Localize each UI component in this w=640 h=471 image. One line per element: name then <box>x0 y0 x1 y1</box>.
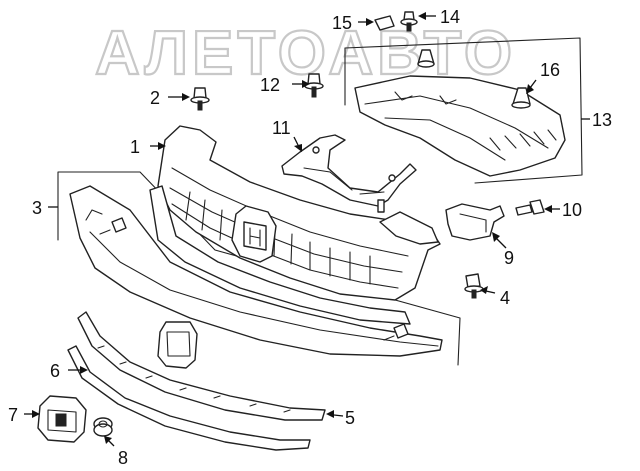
part-9-bracket <box>445 203 505 241</box>
callout-5: 5 <box>345 408 355 428</box>
callout-10: 10 <box>562 200 582 220</box>
callout-16: 16 <box>540 60 560 80</box>
part-8-grommet <box>93 417 113 437</box>
callout-1: 1 <box>130 137 140 157</box>
part-2-bolt <box>190 87 210 111</box>
part-7-sensor <box>37 395 87 443</box>
callout-8: 8 <box>118 448 128 468</box>
part-16-clip <box>511 87 531 109</box>
part-1-upper-grille <box>157 125 441 301</box>
callout-13: 13 <box>592 110 612 130</box>
callout-11: 11 <box>272 118 291 138</box>
callout-2: 2 <box>150 88 160 108</box>
callout-14: 14 <box>440 7 460 27</box>
part-15-clip <box>374 15 395 31</box>
callout-3: 3 <box>32 198 42 218</box>
callout-6: 6 <box>50 361 60 381</box>
part-5-lower-molding <box>67 345 311 451</box>
callout-9: 9 <box>504 248 514 268</box>
callout-12: 12 <box>260 75 280 95</box>
grille-lower-frame <box>149 185 411 325</box>
callout-15: 15 <box>332 13 352 33</box>
bumper-screws <box>99 217 409 341</box>
callout-4: 4 <box>500 288 510 308</box>
callout-numbers: 1 2 3 4 5 6 7 8 9 10 11 12 13 14 15 16 <box>8 7 612 468</box>
part-11-bracket <box>281 134 417 213</box>
part-13-upper-cover <box>344 37 583 184</box>
part-14-clip-lower <box>417 49 435 68</box>
part-10-screw <box>515 199 545 216</box>
leader-lines <box>24 12 590 447</box>
part-6-molding <box>77 311 326 421</box>
part-4-bolt <box>464 273 484 299</box>
callout-7: 7 <box>8 405 18 425</box>
part-14-bolt <box>400 11 418 32</box>
